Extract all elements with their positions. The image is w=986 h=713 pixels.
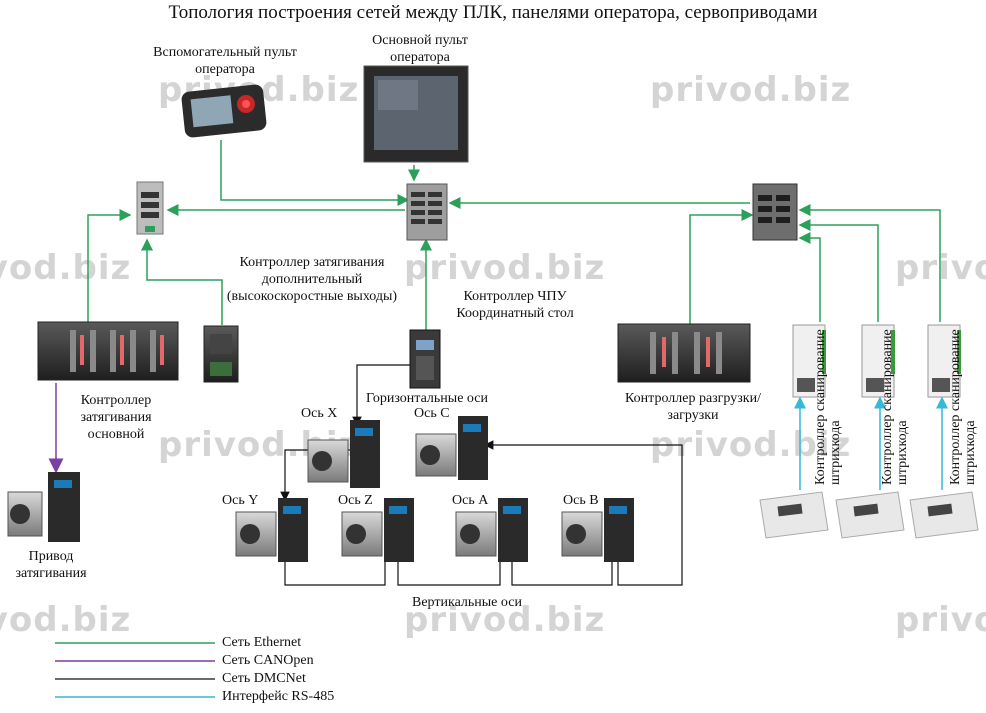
plc-tightening-extra (203, 325, 239, 383)
watermark: privod.biz (404, 600, 606, 640)
label-tightening-extra: Контроллер затягивания дополнительный (в… (226, 255, 398, 304)
label-main-panel: Основной пульт оператора (372, 33, 468, 65)
plc-tightening-main (37, 321, 179, 381)
label-aux-panel: Вспомогательный пульт оператора (153, 45, 297, 77)
label-barcode-controller-3: Контроллер сканирование штрихкода (948, 329, 978, 485)
legend-dmcnet: Сеть DMCNet (222, 671, 306, 686)
canopen-links (48, 383, 215, 662)
legend-canopen: Сеть CANOpen (222, 653, 314, 668)
barcode-controller-2 (861, 324, 895, 398)
barcode-scanner-1 (759, 491, 829, 539)
label-horizontal-axes: Горизонтальные оси (366, 391, 488, 406)
label-unload-controller: Контроллер разгрузки/загрузки (625, 391, 761, 423)
watermark: privod.biz (0, 248, 132, 288)
label-axis-y: Ось Y (222, 493, 259, 508)
label-tightening-drive: Привод затягивания (15, 549, 87, 581)
servo-axis-x (307, 420, 380, 488)
servo-axis-y (235, 498, 308, 562)
label-axis-z: Ось Z (338, 493, 373, 508)
plc-unload-load (617, 323, 751, 383)
barcode-controller-3 (927, 324, 961, 398)
servo-axis-b (561, 498, 634, 562)
watermark: privod.biz (404, 248, 606, 288)
main-operator-panel-device (363, 65, 469, 163)
cnc-controller-device (409, 329, 441, 389)
label-axis-b: Ось B (563, 493, 599, 508)
legend-ethernet: Сеть Ethernet (222, 635, 302, 650)
label-axis-c: Ось C (414, 406, 450, 421)
label-vertical-axes: Вертикальные оси (412, 595, 522, 610)
barcode-controller-1 (792, 324, 826, 398)
servo-axis-z (341, 498, 414, 562)
servo-tightening-drive (7, 472, 80, 542)
barcode-scanner-3 (909, 491, 979, 539)
switch-right (752, 183, 798, 241)
watermark: privod.biz (650, 70, 852, 110)
barcode-scanner-2 (835, 491, 905, 539)
aux-operator-panel-device (181, 84, 267, 138)
label-axis-a: Ось A (452, 493, 489, 508)
ethernet-links (55, 140, 941, 644)
watermark: privod.biz (895, 600, 986, 640)
servo-axis-c (415, 416, 488, 480)
label-tightening-main: Контроллер затягивания основной (80, 393, 152, 442)
label-barcode-controller-1: Контроллер сканирование штрихкода (813, 329, 843, 485)
diagram-title: Топология построения сетей между ПЛК, па… (168, 2, 818, 23)
servo-axis-a (455, 498, 528, 562)
switch-left (136, 181, 164, 235)
label-barcode-controller-2: Контроллер сканирование штрихкода (880, 329, 910, 485)
rs485-links (55, 396, 948, 698)
watermark: privod.biz (0, 600, 132, 640)
switch-center (406, 183, 448, 241)
legend-rs485: Интерфейс RS-485 (222, 689, 335, 704)
label-axis-x: Ось X (301, 406, 338, 421)
watermark: privod.biz (650, 425, 852, 465)
label-cnc-controller: Контроллер ЧПУ Координатный стол (456, 289, 574, 321)
